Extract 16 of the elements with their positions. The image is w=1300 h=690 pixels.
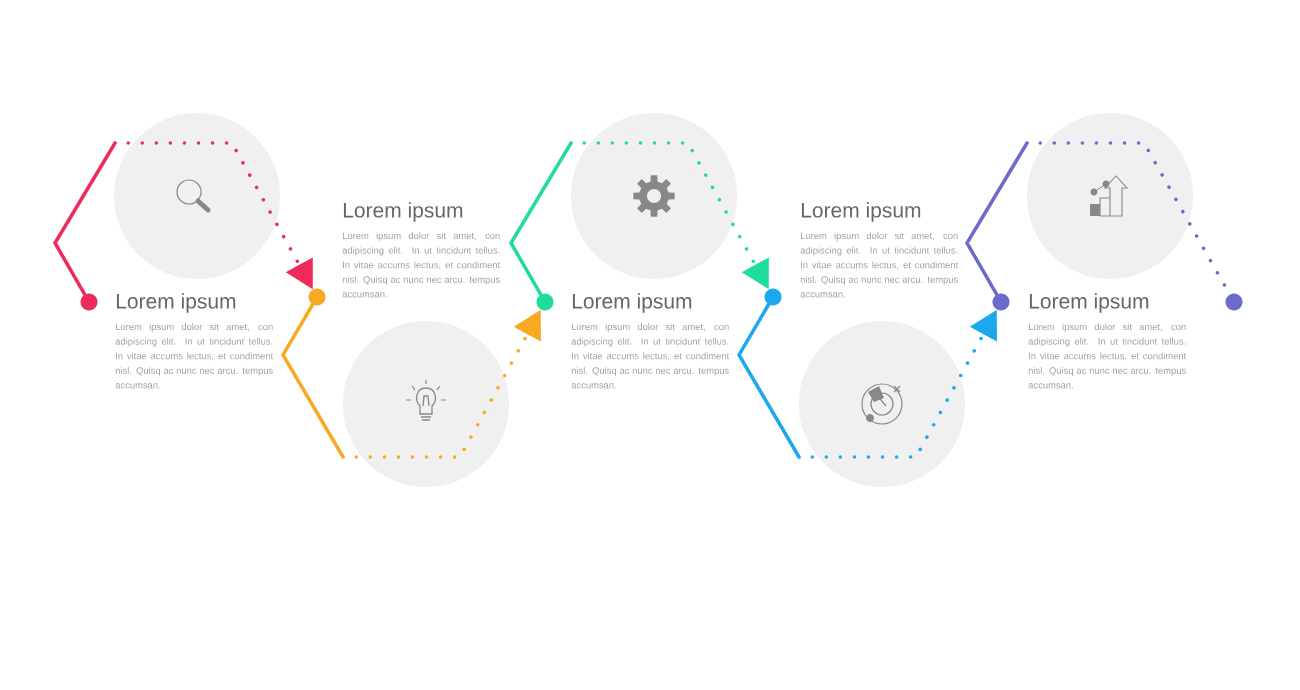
step-heading: Lorem ipsum bbox=[801, 202, 921, 222]
step-description: Lorem ipsum dolor sit amet, con adipiscing elit. In ut tincidunt tellus. In vitae accums lectus, et condiment nisl. Quisq ac nunc nec arcu. tempus accumsan. bbox=[571, 323, 730, 389]
step-dot bbox=[308, 288, 326, 306]
step-dot bbox=[992, 293, 1010, 311]
step-description: Lorem ipsum dolor sit amet, con adipiscing elit. In ut tincidunt tellus. In vitae accums lectus, et condiment nisl. Quisq ac nunc nec arcu. tempus accumsan. bbox=[115, 323, 274, 389]
arrow bbox=[53, 141, 313, 297]
step-description: Lorem ipsum dolor sit amet, con adipiscing elit. In ut tincidunt tellus. In vitae accums lectus, et condiment nisl. Quisq ac nunc nec arcu. tempus accumsan. bbox=[800, 232, 959, 298]
step-heading: Lorem ipsum bbox=[343, 202, 463, 222]
step-dot bbox=[536, 293, 554, 311]
step-dot bbox=[1225, 293, 1243, 311]
arrow bbox=[508, 141, 769, 297]
arrow bbox=[281, 302, 541, 459]
step-dot bbox=[80, 293, 98, 311]
arrow bbox=[737, 302, 997, 459]
step-dot bbox=[764, 288, 782, 306]
step-description: Lorem ipsum dolor sit amet, con adipiscing elit. In ut tincidunt tellus. In vitae accums lectus, et condiment nisl. Quisq ac nunc nec arcu. tempus accumsan. bbox=[1028, 323, 1187, 389]
